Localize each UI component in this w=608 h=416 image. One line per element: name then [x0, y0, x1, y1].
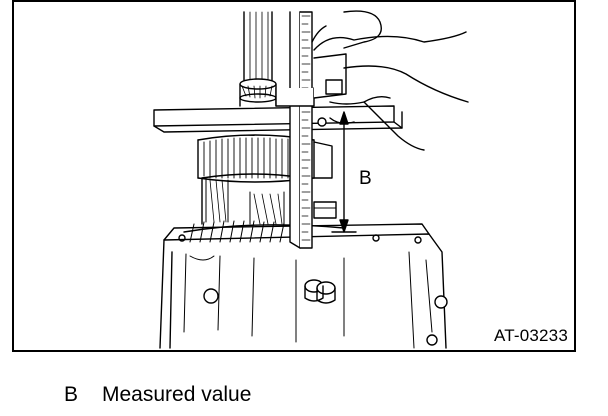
transmission-illustration: [153, 10, 469, 349]
main-shaft: [239, 11, 277, 107]
figure-code: AT-03233: [493, 326, 568, 345]
measurement-arrow-icon: [331, 111, 357, 233]
legend-text: Measured value: [102, 383, 252, 406]
legend-item: B Measured value: [64, 383, 251, 407]
callout-label-b: B: [359, 168, 372, 189]
legend-key: B: [64, 383, 79, 406]
transmission-case: [159, 223, 448, 349]
technical-figure: B AT-03233: [12, 0, 576, 352]
straightedge-plate: [153, 105, 403, 133]
hand: [311, 10, 469, 151]
depth-gauge: [275, 11, 347, 249]
